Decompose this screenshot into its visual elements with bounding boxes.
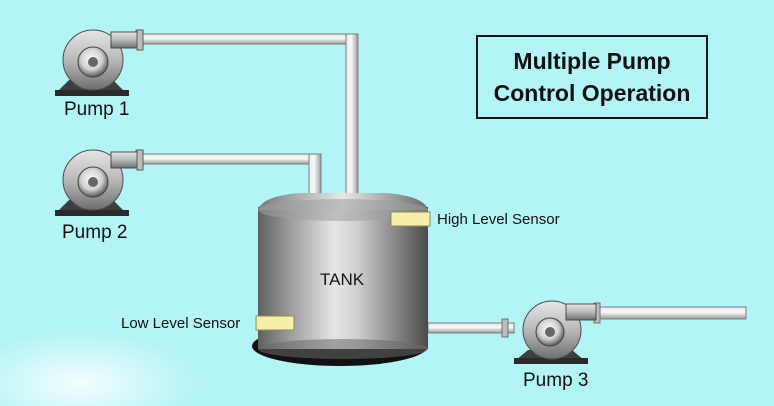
title-line-1: Multiple Pump: [513, 48, 671, 74]
pump-2-icon: [55, 149, 144, 216]
pipe-pump2-to-tank: [127, 149, 322, 197]
pump-1-icon: [55, 29, 144, 96]
title-line-2: Control Operation: [493, 80, 691, 106]
pipe-pump3-discharge: [593, 302, 747, 324]
high-level-sensor: [390, 211, 431, 227]
pump-3-label: Pump 3: [523, 370, 589, 391]
low-level-sensor-label: Low Level Sensor: [121, 315, 241, 332]
background-glow: [0, 330, 200, 406]
pump-2-label: Pump 2: [62, 222, 128, 243]
pump-1-label: Pump 1: [64, 99, 130, 120]
high-level-sensor-label: High Level Sensor: [437, 211, 560, 228]
pipe-tank-to-pump3: [427, 318, 515, 338]
low-level-sensor: [255, 315, 295, 331]
pipe-pump1-to-tank: [127, 29, 359, 195]
tank-label: TANK: [320, 270, 365, 289]
title-box: Multiple Pump Control Operation: [476, 35, 708, 119]
pump-3-icon: [514, 300, 597, 364]
